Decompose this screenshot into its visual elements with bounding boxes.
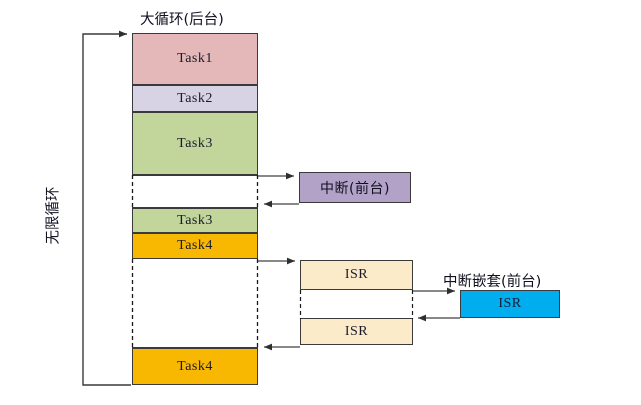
task-label: Task1 — [177, 51, 213, 66]
task-label: Task3 — [177, 212, 213, 228]
isr-box-upper: ISR — [300, 260, 413, 290]
isr-guide-lines — [299, 290, 414, 319]
task-gap-second — [132, 259, 258, 348]
nested-interrupt-title: 中断嵌套(前台) — [443, 274, 542, 290]
task-box-task3-first: Task3 — [132, 112, 258, 175]
main-column-title: 大循环(后台) — [140, 12, 224, 28]
isr-label: ISR — [344, 267, 369, 282]
task-box-task4-second: Task4 — [132, 348, 258, 385]
task-box-task1: Task1 — [132, 33, 258, 85]
task-label: Task4 — [177, 358, 213, 374]
interrupt-box-label: 中断(前台) — [320, 180, 390, 197]
task-box-task4-first: Task4 — [132, 233, 258, 259]
nested-isr-label: ISR — [498, 296, 522, 311]
infinite-loop-arrow — [82, 30, 131, 386]
task-label: Task3 — [177, 135, 213, 151]
interrupt-box: 中断(前台) — [299, 172, 411, 203]
task-box-task2: Task2 — [132, 85, 258, 112]
nested-isr-box: ISR — [460, 290, 560, 318]
isr-box-lower: ISR — [300, 318, 413, 345]
isr-label: ISR — [344, 323, 369, 339]
task-label: Task4 — [177, 238, 213, 253]
task-label: Task2 — [177, 90, 213, 106]
task-gap-first — [132, 175, 258, 208]
infinite-loop-label: 无限循环 — [45, 186, 62, 245]
task-box-task3-second: Task3 — [132, 208, 258, 233]
